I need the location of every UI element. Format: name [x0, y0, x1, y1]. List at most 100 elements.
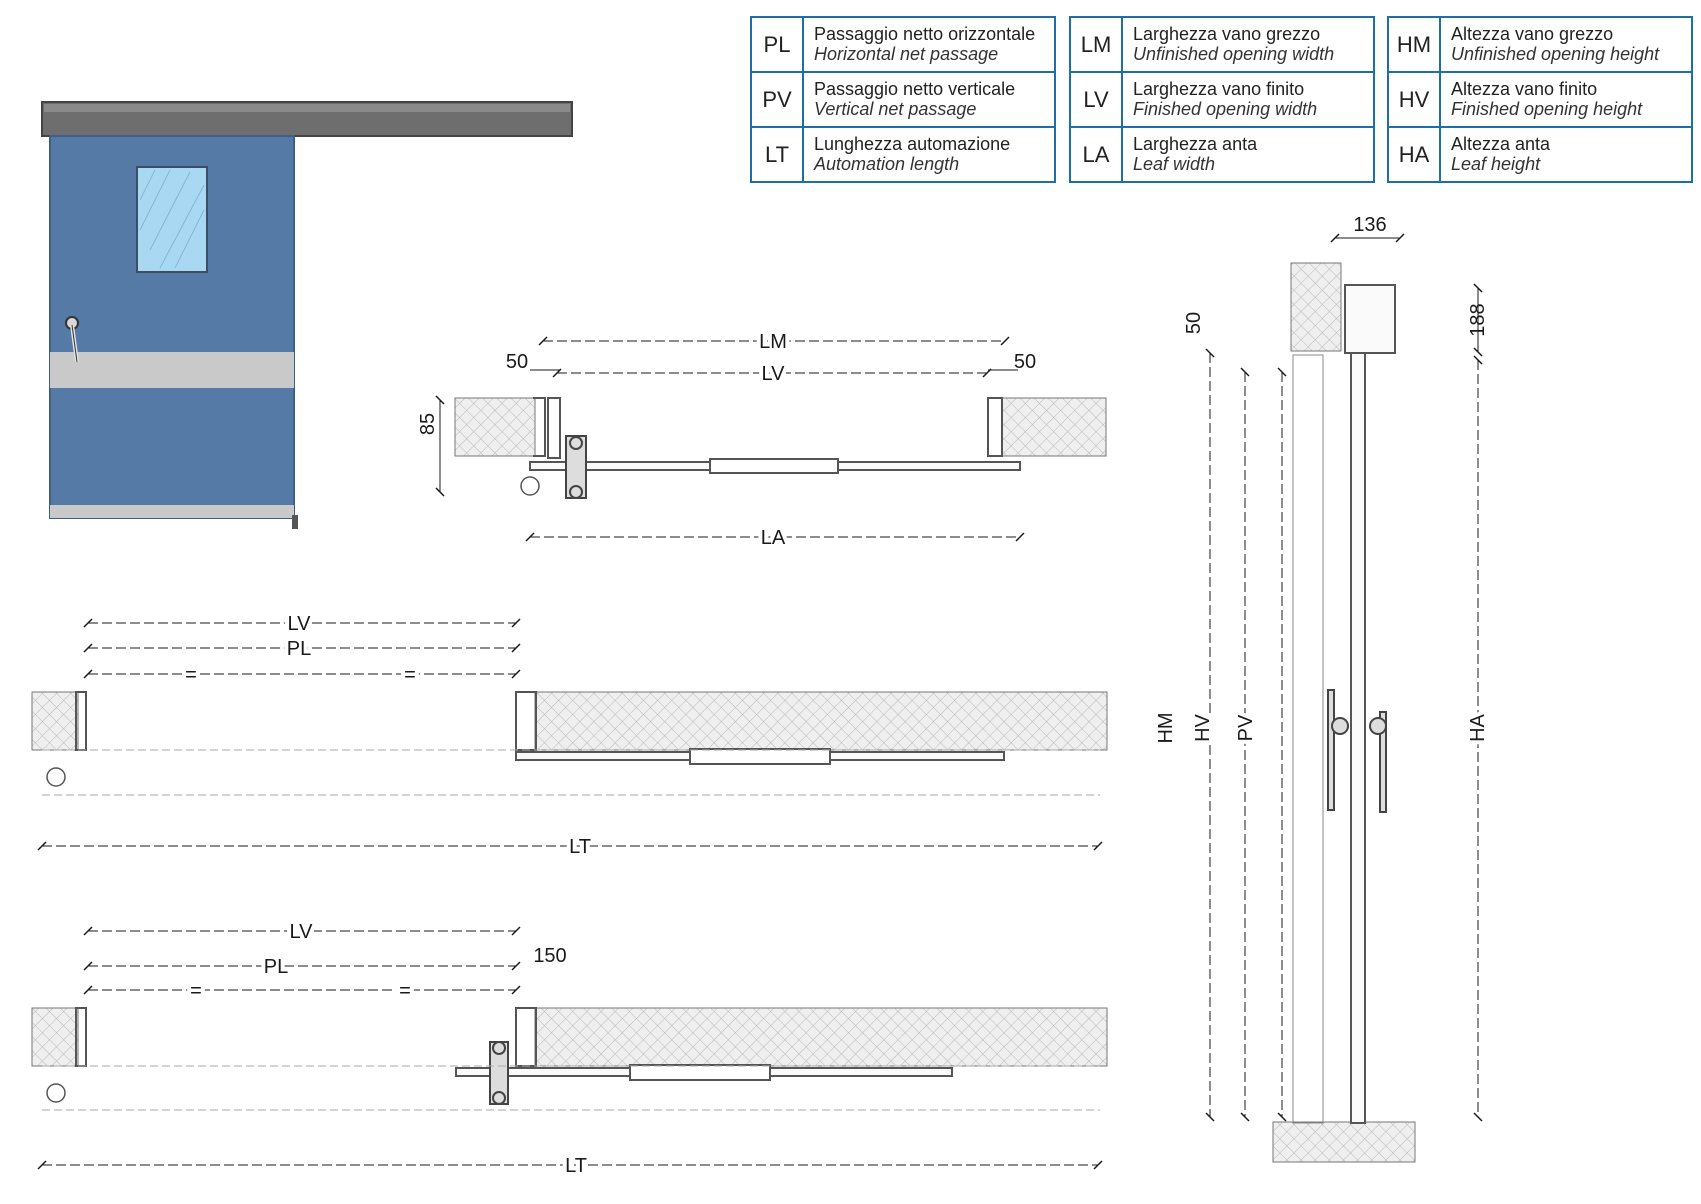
legend-it: Altezza anta [1451, 134, 1551, 154]
legend-code: LT [752, 128, 804, 181]
frame-right [987, 397, 1003, 457]
dim-188: 188 [1467, 303, 1489, 336]
plan-detail [454, 397, 1107, 499]
dimension-labels: LM LV LA 50 50 85 LV PL = = LT LV PL = =… [181, 214, 1493, 1181]
legend-it: Passaggio netto verticale [814, 79, 1016, 99]
legend-it: Altezza vano grezzo [1451, 24, 1614, 44]
legend-en: Vertical net passage [814, 99, 977, 119]
kick-plate [50, 352, 294, 388]
dim-136: 136 [1353, 214, 1386, 236]
legend-code: PV [752, 73, 804, 126]
door-window [136, 166, 208, 273]
section-leaf [1350, 352, 1366, 1124]
legend-en: Horizontal net passage [814, 44, 999, 64]
legend-it: Larghezza anta [1133, 134, 1258, 154]
dim-eq2-3: = [399, 980, 411, 1002]
dim-lv-3: LV [290, 921, 314, 943]
dim-hm: HM [1155, 712, 1177, 743]
legend-code: LV [1071, 73, 1123, 126]
dim-150: 150 [533, 945, 566, 967]
section-lintel [1290, 262, 1342, 352]
window-reflection-lines [139, 169, 205, 269]
dim-lt-3: LT [565, 1155, 587, 1177]
dim-eq1-3: = [190, 980, 202, 1002]
dim-la: LA [761, 527, 786, 549]
dim-right-50: 50 [1014, 351, 1036, 373]
leaf-handle-bar [709, 458, 839, 474]
section-frame [1292, 354, 1324, 1124]
wall-left-3 [31, 1007, 79, 1067]
dim-eq2-2: = [404, 664, 416, 686]
roller-left [520, 476, 540, 496]
legend-it: Lunghezza automazione [814, 134, 1011, 154]
pull-handle-3 [489, 1041, 509, 1105]
dim-ha: HA [1467, 713, 1489, 741]
leaf-open-handle [689, 748, 831, 765]
floor-guide [292, 515, 298, 529]
legend-it: Larghezza vano grezzo [1133, 24, 1321, 44]
plan-open-handle [31, 1007, 1108, 1111]
wall-left-2 [31, 691, 79, 751]
section-floor [1272, 1121, 1416, 1163]
legend-it: Altezza vano finito [1451, 79, 1598, 99]
roller-2 [46, 767, 66, 787]
wall-left [454, 397, 536, 457]
legend-code: HM [1389, 18, 1441, 71]
legend-it: Passaggio netto orizzontale [814, 24, 1036, 44]
legend-code: LA [1071, 128, 1123, 181]
legend-en: Finished opening width [1133, 99, 1318, 119]
legend-en: Unfinished opening height [1451, 44, 1660, 64]
dim-hv: HV [1192, 713, 1214, 741]
roller-3 [46, 1083, 66, 1103]
door-elevation [41, 101, 573, 529]
pull-handle [565, 435, 587, 499]
legend-it: Larghezza vano finito [1133, 79, 1305, 99]
dim-lv-2: LV [288, 613, 312, 635]
vertical-section [1272, 262, 1416, 1163]
frame-right-3 [515, 1007, 537, 1067]
legend-code: HV [1389, 73, 1441, 126]
frame-right-2 [515, 691, 537, 751]
legend-en: Leaf width [1133, 154, 1216, 174]
wall-right-2 [534, 691, 1108, 751]
leaf-open-handle-3 [629, 1064, 771, 1081]
legend-code: HA [1389, 128, 1441, 181]
legend-code: PL [752, 18, 804, 71]
dimension-lines [37, 233, 1483, 1170]
dim-pv: PV [1235, 714, 1257, 741]
bottom-strip [50, 505, 294, 518]
dim-depth-85: 85 [417, 413, 439, 435]
dim-lm: LM [759, 331, 787, 353]
wall-right-3 [534, 1007, 1108, 1067]
legend-en: Unfinished opening width [1133, 44, 1335, 64]
dim-eq1-2: = [185, 664, 197, 686]
frame-left [533, 397, 561, 459]
legend-en: Finished opening height [1451, 99, 1643, 119]
section-motor-box [1344, 284, 1396, 354]
dim-pl-3: PL [264, 956, 288, 978]
legend-en: Automation length [814, 154, 960, 174]
track-highlight [44, 104, 570, 112]
dim-lt-2: LT [569, 836, 591, 858]
plan-open [31, 691, 1108, 796]
dim-pl-2: PL [287, 638, 311, 660]
legend-code: LM [1071, 18, 1123, 71]
wall-right [1001, 397, 1107, 457]
door-handle [65, 316, 79, 363]
dim-section-50: 50 [1183, 312, 1205, 334]
dim-left-50: 50 [506, 351, 528, 373]
section-handle [1327, 689, 1387, 813]
legend-en: Leaf height [1451, 154, 1541, 174]
